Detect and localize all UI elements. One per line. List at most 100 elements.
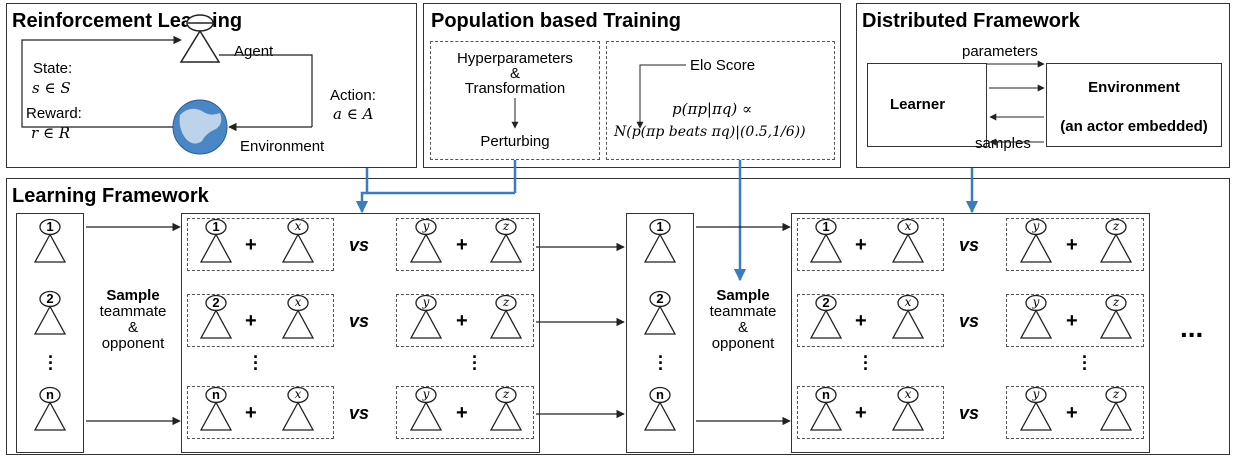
vs-label: vs (959, 311, 980, 331)
vertical-ellipsis: ··· (1082, 347, 1088, 379)
agent-icon: z (1098, 294, 1134, 339)
pbt-right-dashed-box (606, 41, 835, 160)
vs-label: vs (959, 235, 980, 255)
agent-id-label: x (294, 387, 302, 401)
df-actor-label: (an actor embedded) (1060, 118, 1208, 135)
vertical-ellipsis: ··· (48, 347, 54, 379)
agent-icon: 1 (198, 218, 234, 263)
agent-id-label: z (1112, 387, 1120, 401)
agent-icon: x (890, 386, 926, 431)
agent-icon: x (280, 294, 316, 339)
team-box (1006, 386, 1144, 439)
vs-label: vs (349, 235, 370, 255)
agent-icon: x (280, 218, 316, 263)
df-parameters-label: parameters (962, 43, 1038, 60)
agent-id-label: y (422, 295, 430, 309)
plus-sign: + (456, 310, 468, 332)
lf-match-box-2 (791, 213, 1150, 453)
rl-agent-label: Agent (234, 43, 274, 60)
plus-sign: + (1066, 402, 1078, 424)
plus-sign: + (456, 402, 468, 424)
df-learner-label: Learner (890, 96, 946, 113)
agent-icon: x (890, 218, 926, 263)
vertical-ellipsis: ··· (863, 347, 869, 379)
agent-id-label: y (1032, 387, 1040, 401)
agent-id-label: 1 (656, 219, 664, 234)
agent-id-label: 1 (822, 219, 830, 234)
team-box (187, 386, 334, 439)
agent-icon: n (642, 386, 678, 431)
rl-action-math: a ∈ A (333, 105, 374, 123)
plus-sign: + (855, 310, 867, 332)
agent-icon: z (488, 218, 524, 263)
agent-icon: z (488, 386, 524, 431)
agent-icon: z (488, 294, 524, 339)
team-box (396, 218, 534, 271)
agent-icon: x (890, 294, 926, 339)
team-box (396, 386, 534, 439)
agent-id-label: z (502, 219, 510, 233)
pbt-transform-label: Transformation (464, 80, 566, 97)
pbt-perturb-label: Perturbing (480, 133, 550, 150)
plus-sign: + (1066, 234, 1078, 256)
agent-id-label: z (502, 387, 510, 401)
agent-icon: z (1098, 386, 1134, 431)
agent-icon: y (408, 386, 444, 431)
team-box (187, 218, 334, 271)
rl-title: Reinforcement Learning (12, 10, 243, 32)
teammate-label-2: teammate (709, 303, 777, 320)
agent-icon: y (408, 294, 444, 339)
opponent-label-1: opponent (101, 335, 165, 352)
team-box (396, 294, 534, 347)
vertical-ellipsis: ··· (658, 347, 664, 379)
team-box (797, 218, 944, 271)
agent-id-label: z (502, 295, 510, 309)
agent-icon: 2 (198, 294, 234, 339)
agent-id-label: n (46, 387, 54, 402)
plus-sign: + (855, 234, 867, 256)
agent-icon: 2 (642, 290, 678, 335)
agent-icon: 1 (32, 218, 68, 263)
agent-icon: y (1018, 218, 1054, 263)
agent-id-label: 2 (212, 295, 220, 310)
df-samples-label: samples (975, 135, 1031, 152)
lf-match-box-1 (181, 213, 540, 453)
agent-id-label: n (212, 387, 220, 402)
rl-environment-label: Environment (240, 138, 325, 155)
agent-icon: n (808, 386, 844, 431)
agent-icon: n (198, 386, 234, 431)
rl-action-label: Action: (330, 87, 376, 104)
agent-id-label: z (1112, 295, 1120, 309)
vertical-ellipsis: ··· (253, 347, 259, 379)
agent-id-label: n (656, 387, 664, 402)
plus-sign: + (456, 234, 468, 256)
pbt-hyper-label: Hyperparameters (457, 50, 573, 67)
amp-label-2: & (737, 319, 748, 336)
agent-icon: z (1098, 218, 1134, 263)
vs-label: vs (349, 311, 370, 331)
agent-icon: y (1018, 386, 1054, 431)
team-box (1006, 218, 1144, 271)
opponent-label-2: opponent (711, 335, 775, 352)
lf-title: Learning Framework (12, 185, 209, 207)
pbt-left-dashed-box (430, 41, 600, 160)
sample-label-1: Sample (106, 287, 160, 304)
agent-icon: 1 (808, 218, 844, 263)
agent-icon: 2 (808, 294, 844, 339)
agent-id-label: 1 (46, 219, 54, 234)
df-environment-box (1046, 63, 1222, 147)
agent-id-label: x (904, 219, 912, 233)
team-box (187, 294, 334, 347)
agent-id-label: y (1032, 219, 1040, 233)
vs-label: vs (959, 403, 980, 423)
agent-id-label: x (294, 295, 302, 309)
agent-id-label: x (904, 387, 912, 401)
rl-reward-label: Reward: (26, 105, 82, 122)
plus-sign: + (245, 234, 257, 256)
agent-id-label: 2 (822, 295, 830, 310)
rl-reward-math: r ∈ R (31, 124, 71, 142)
agent-icon: 1 (642, 218, 678, 263)
agent-id-label: 1 (212, 219, 220, 234)
plus-sign: + (245, 310, 257, 332)
plus-sign: + (1066, 310, 1078, 332)
